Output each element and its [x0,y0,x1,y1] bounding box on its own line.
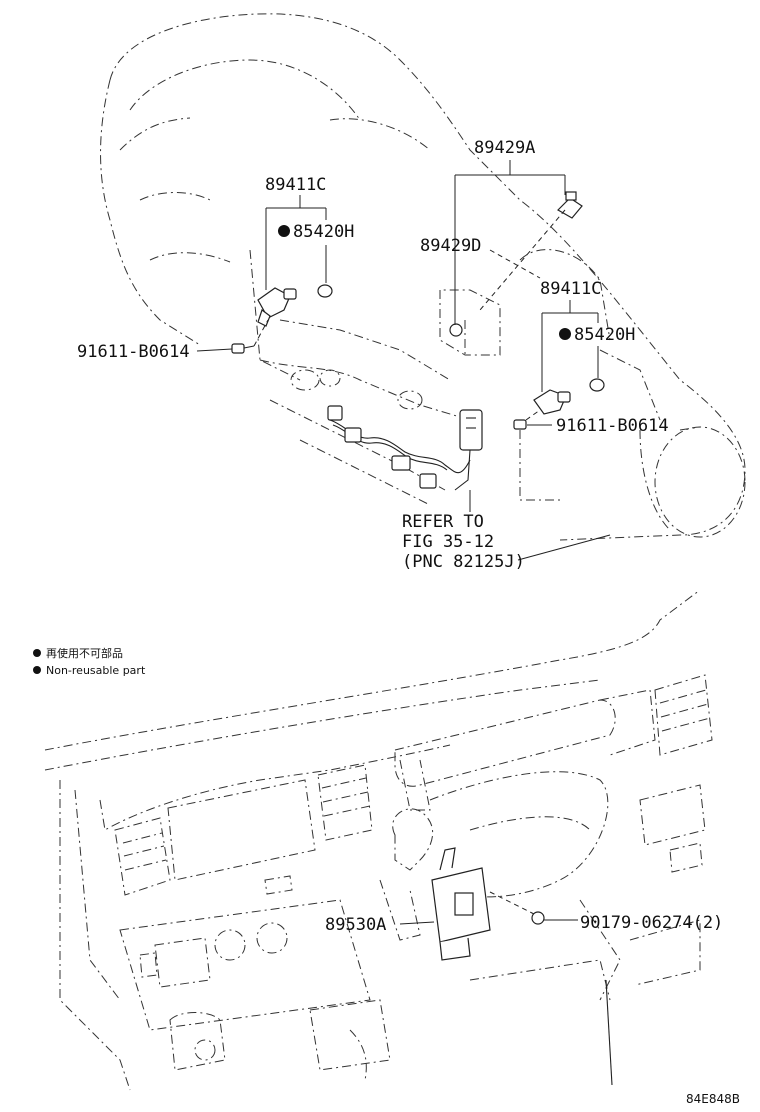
part-number-91611-right[interactable]: 91611-B0614 [556,416,669,436]
legend-jp: 再使用不可部品 [46,646,123,660]
control-module-89530A [399,847,578,961]
legend-en: Non-reusable part [46,664,146,677]
non-reusable-bullet-icon [559,328,571,340]
part-labels: 89429A 89411C 85420H 89429D 89411C 85420… [77,138,740,1106]
transmission-illustration [100,13,746,541]
connector-b [344,427,362,443]
connector-c [391,455,411,471]
o-ring-right [589,378,605,392]
refer-to-line-2[interactable]: FIG 35-12 [402,532,494,552]
part-number-89530A[interactable]: 89530A [325,915,386,935]
wiring-harness [327,405,483,491]
legend: 再使用不可部品 Non-reusable part [33,646,146,677]
speed-sensor-left [231,284,333,354]
nut-icon [531,911,545,925]
connector-a [327,405,343,421]
part-number-89429D[interactable]: 89429D [420,236,481,256]
pressure-sensor-89429A [449,191,583,337]
o-ring-left [317,284,333,298]
refer-to-line-1: REFER TO [402,512,484,532]
part-number-85420H-left[interactable]: 85420H [293,222,354,242]
illustration-code: 84E848B [686,1092,740,1106]
part-number-90179[interactable]: 90179-06274(2) [580,913,723,933]
part-number-91611-left[interactable]: 91611-B0614 [77,342,190,362]
bullet-icon [33,666,41,674]
non-reusable-bullet-icon [278,225,290,237]
part-number-89411C-right[interactable]: 89411C [540,279,601,299]
module-label-plate [454,892,474,916]
speed-sensor-right [513,378,605,430]
connector-d [419,473,437,489]
bolt-right [513,419,527,430]
bolt-left [231,343,245,354]
harness-main-connector [459,409,483,451]
refer-to-line-3[interactable]: (PNC 82125J) [402,552,525,572]
instrument-panel-illustration [44,589,713,1091]
part-number-85420H-right[interactable]: 85420H [574,325,635,345]
leader-lines-top [196,160,611,561]
o-ring-89429D [449,323,463,337]
bullet-icon [33,649,41,657]
part-number-89429A[interactable]: 89429A [474,138,535,158]
part-number-89411C-left[interactable]: 89411C [265,175,326,195]
